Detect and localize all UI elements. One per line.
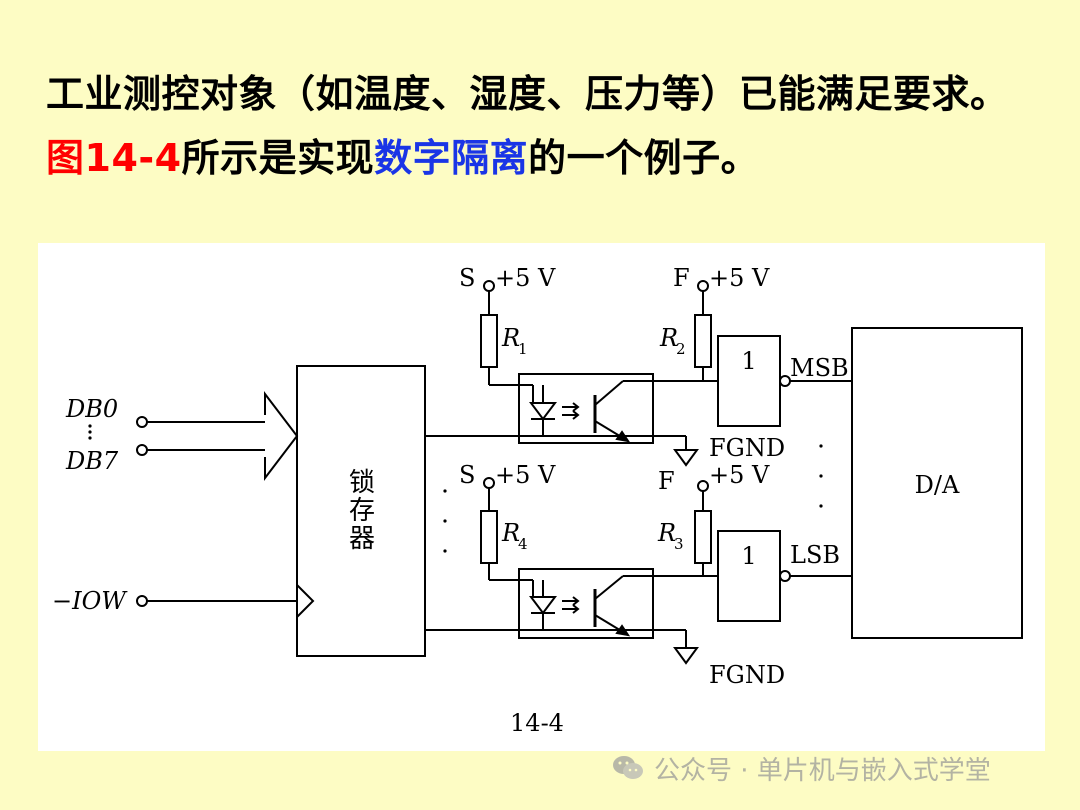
bottom-gate-label: 1 (741, 542, 756, 570)
clock-edge-symbol (296, 584, 315, 618)
bottom-resistor-r3 (694, 510, 712, 564)
bus-arrow (264, 391, 299, 481)
top-r1-subscript: 1 (518, 340, 528, 358)
bottom-s-label: S (459, 461, 475, 489)
top-inverter-bubble (779, 375, 791, 387)
iow-input (136, 584, 315, 618)
top-s-label: S (459, 264, 475, 292)
da-converter-box (851, 327, 1023, 639)
bottom-f-supply-terminal (697, 480, 709, 492)
db-input-lines (136, 391, 299, 481)
db7-terminal (136, 444, 148, 456)
top-resistor-r2 (694, 314, 712, 368)
top-r1-label: R (501, 324, 520, 352)
bottom-f-voltage: +5 V (709, 461, 770, 489)
figure-reference: 图14-4 (46, 136, 182, 180)
bottom-inverter-bubble (779, 570, 791, 582)
bottom-r3-label: R (657, 519, 676, 547)
top-resistor-r1 (480, 314, 498, 368)
heading-part3: 的一个例子。 (528, 136, 760, 180)
wechat-icon (612, 754, 644, 782)
latch-label-char-2: 存 (349, 496, 375, 526)
bottom-channel (425, 477, 852, 665)
figure-caption: 14-4 (510, 709, 564, 737)
ellipsis-dots (88, 424, 823, 553)
top-ground-symbol (673, 449, 699, 467)
msb-label: MSB (790, 354, 849, 382)
top-s-supply-terminal (483, 280, 495, 292)
top-optocoupler-box (518, 373, 654, 444)
heading-text: 工业测控对象（如温度、湿度、压力等）已能满足要求。图14-4所示是实现数字隔离的… (46, 62, 1046, 190)
top-led-diode (529, 402, 557, 421)
bottom-led-diode (529, 596, 557, 615)
bottom-r4-subscript: 4 (518, 535, 528, 553)
iow-terminal (136, 595, 148, 607)
lsb-label: LSB (790, 541, 840, 569)
bottom-s-voltage: +5 V (495, 461, 556, 489)
digital-isolation-highlight: 数字隔离 (374, 136, 529, 180)
latch-box (296, 365, 426, 657)
bottom-optocoupler-box (518, 568, 654, 639)
top-fgnd-label: FGND (709, 434, 785, 462)
top-f-voltage: +5 V (709, 264, 770, 292)
db0-label: DB0 (65, 395, 118, 423)
heading-part1: 工业测控对象（如温度、湿度、压力等）已能满足要求。 (46, 72, 1009, 116)
heading-part2: 所示是实现 (181, 136, 375, 180)
top-gate-label: 1 (741, 347, 756, 375)
top-r2-subscript: 2 (676, 340, 686, 358)
latch-label-char-1: 锁 (349, 468, 375, 498)
bottom-f-label: F (658, 467, 675, 495)
top-f-label: F (673, 264, 690, 292)
bottom-r4-label: R (501, 519, 520, 547)
bottom-ground-symbol (673, 647, 699, 665)
bottom-s-supply-terminal (483, 477, 495, 489)
watermark-text: 公众号 · 单片机与嵌入式学堂 (654, 755, 991, 786)
watermark: 公众号 · 单片机与嵌入式学堂 (612, 748, 991, 788)
db0-terminal (136, 416, 148, 428)
bottom-fgnd-label: FGND (709, 661, 785, 689)
top-r2-label: R (659, 324, 678, 352)
db7-label: DB7 (65, 447, 119, 475)
da-label: D/A (915, 471, 960, 499)
bottom-r3-subscript: 3 (674, 535, 684, 553)
iow-label: −IOW (52, 587, 128, 615)
top-channel (425, 280, 852, 467)
circuit-diagram: DB0 DB7 −IOW 锁 存 器 S +5 V F +5 V R 1 R 2… (52, 264, 1023, 737)
top-f-supply-terminal (697, 280, 709, 292)
circuit-diagram-panel: DB0 DB7 −IOW 锁 存 器 S +5 V F +5 V R 1 R 2… (38, 243, 1045, 751)
bottom-resistor-r4 (480, 510, 498, 564)
top-s-voltage: +5 V (495, 264, 556, 292)
latch-label-char-3: 器 (349, 524, 375, 554)
